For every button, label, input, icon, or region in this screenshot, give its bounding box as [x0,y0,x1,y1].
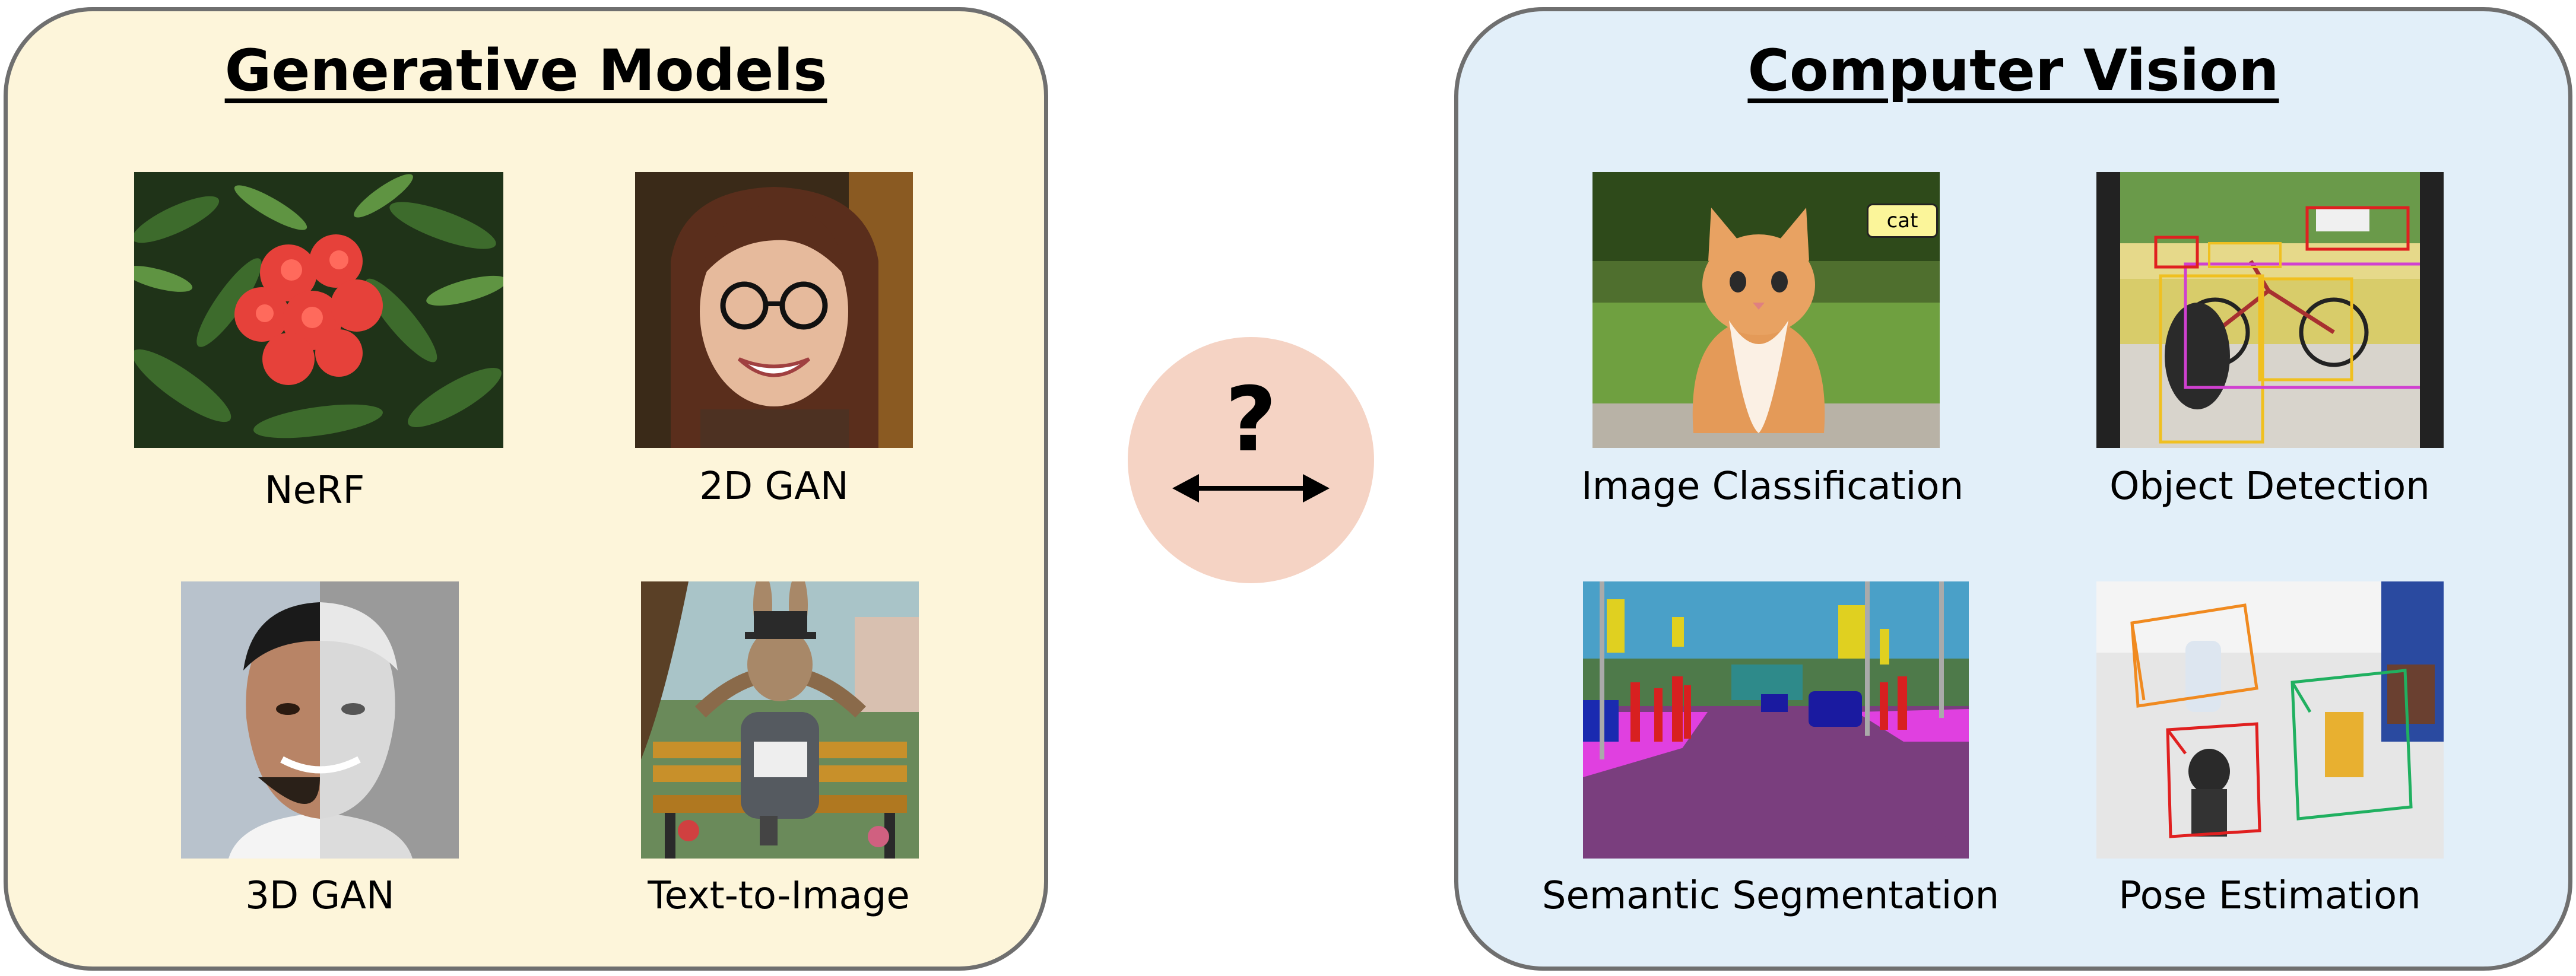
text-to-image-caption: Text-to-Image [648,874,910,918]
double-arrow-icon [1172,474,1330,503]
generative-models-title: Generative Models [224,37,827,104]
center-question-circle: ? [1128,337,1374,583]
cat-class-label: cat [1867,204,1938,238]
pose-estimation-caption: Pose Estimation [2118,874,2421,918]
semantic-segmentation-caption: Semantic Segmentation [1541,874,2000,918]
image-classification-caption: Image Classification [1581,465,1964,508]
nerf-caption: NeRF [264,469,365,513]
gan-3d-face-image [181,581,459,859]
image-classification-cat-image: cat [1592,172,1940,448]
question-mark: ? [1224,368,1277,472]
text-to-image-rabbit-image [641,581,919,859]
computer-vision-title: Computer Vision [1747,37,2279,104]
gan-2d-caption: 2D GAN [699,465,849,508]
semantic-segmentation-image [1583,581,1969,859]
object-detection-image [2096,172,2444,448]
gan-3d-caption: 3D GAN [245,874,395,918]
object-detection-caption: Object Detection [2109,465,2430,508]
pose-estimation-image [2096,581,2444,859]
nerf-flower-image [134,172,503,448]
generative-models-panel: Generative Models [4,7,1048,971]
gan-2d-portrait-image [635,172,913,448]
